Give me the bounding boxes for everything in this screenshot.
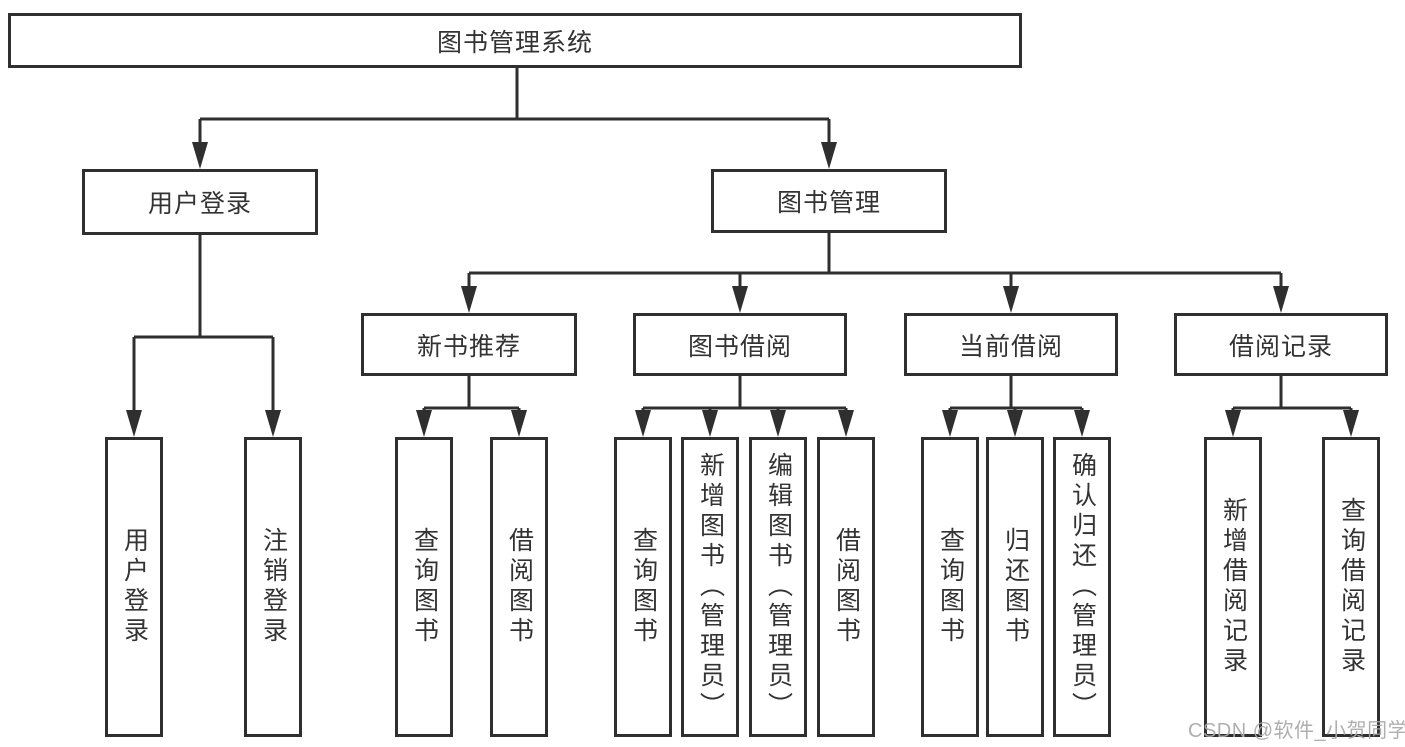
leaf-borrow-add-book-label: 新增图书（管理员）: [696, 452, 725, 722]
node-book-borrow-label: 图书借阅: [687, 332, 792, 361]
leaf-borrow-borrow-book: 借阅图书: [817, 437, 875, 737]
node-root-label: 图书管理系统: [436, 28, 593, 57]
node-new-book-recommend: 新书推荐: [361, 313, 577, 376]
node-user-login: 用户登录: [82, 169, 318, 235]
leaf-records-query-record-label: 查询借阅记录: [1337, 497, 1366, 677]
leaf-logout: 注销登录: [244, 437, 302, 737]
leaf-records-add-record: 新增借阅记录: [1204, 437, 1262, 737]
node-borrow-records: 借阅记录: [1174, 313, 1388, 376]
leaf-recommend-query-book-label: 查询图书: [410, 527, 439, 647]
node-current-borrow-label: 当前借阅: [958, 332, 1063, 361]
node-book-management-label: 图书管理: [776, 189, 881, 217]
node-book-management: 图书管理: [711, 169, 947, 233]
leaf-borrow-edit-book-label: 编辑图书（管理员）: [764, 452, 793, 722]
leaf-recommend-borrow-book-label: 借阅图书: [505, 527, 534, 647]
node-root: 图书管理系统: [8, 13, 1022, 68]
node-user-login-label: 用户登录: [147, 190, 252, 218]
node-current-borrow: 当前借阅: [904, 313, 1118, 376]
node-new-book-recommend-label: 新书推荐: [416, 332, 521, 361]
watermark: CSDN @软件_小贺同学: [1188, 720, 1405, 742]
leaf-recommend-borrow-book: 借阅图书: [490, 437, 548, 737]
leaf-records-query-record: 查询借阅记录: [1322, 437, 1380, 737]
leaf-borrow-borrow-book-label: 借阅图书: [832, 527, 861, 647]
leaf-user-login: 用户登录: [105, 437, 163, 737]
leaf-records-add-record-label: 新增借阅记录: [1219, 497, 1248, 677]
node-book-borrow: 图书借阅: [633, 313, 847, 376]
leaf-user-login-label: 用户登录: [120, 527, 149, 647]
node-borrow-records-label: 借阅记录: [1228, 332, 1333, 361]
leaf-current-return-book-label: 归还图书: [1001, 527, 1030, 647]
leaf-borrow-query-book-label: 查询图书: [629, 527, 658, 647]
leaf-current-query-book-label: 查询图书: [936, 527, 965, 647]
leaf-borrow-add-book: 新增图书（管理员）: [681, 437, 739, 737]
leaf-borrow-edit-book: 编辑图书（管理员）: [749, 437, 807, 737]
leaf-current-confirm-return: 确认归还（管理员）: [1053, 437, 1111, 737]
leaf-current-query-book: 查询图书: [921, 437, 979, 737]
leaf-current-return-book: 归还图书: [986, 437, 1044, 737]
leaf-recommend-query-book: 查询图书: [395, 437, 453, 737]
leaf-logout-label: 注销登录: [259, 527, 288, 647]
arrowheads: [126, 142, 1359, 437]
leaf-borrow-query-book: 查询图书: [614, 437, 672, 737]
leaf-current-confirm-return-label: 确认归还（管理员）: [1068, 452, 1097, 722]
